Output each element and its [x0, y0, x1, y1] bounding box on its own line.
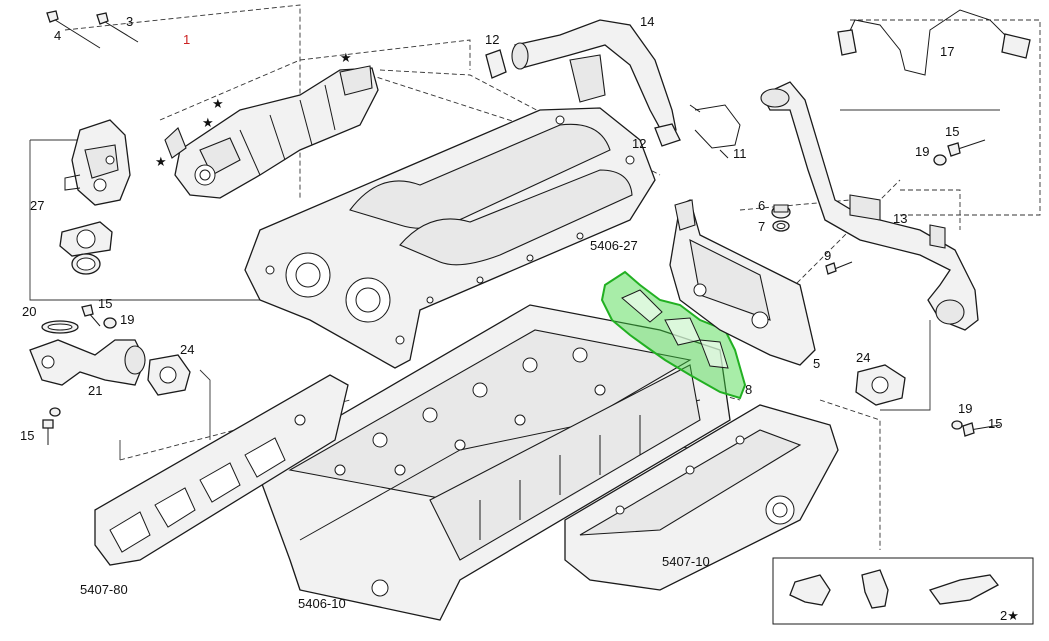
bolt-part-4[interactable] — [46, 10, 101, 49]
callout-19-left[interactable]: 19 — [120, 312, 134, 327]
callout-14[interactable]: 14 — [640, 14, 654, 29]
kit-fitting-b[interactable] — [861, 569, 889, 609]
callout-3[interactable]: 3 — [126, 14, 133, 29]
washer-part-19-bottom-right[interactable] — [951, 420, 963, 430]
group-label-5407-80[interactable]: 5407-80 — [80, 582, 128, 597]
o-ring-part[interactable] — [71, 253, 101, 275]
egr-cooler-assembly-1[interactable] — [164, 65, 379, 199]
callout-4[interactable]: 4 — [54, 28, 61, 43]
cam-cover-5406-27[interactable] — [244, 107, 656, 369]
kit-box-part-2 — [772, 557, 1034, 625]
callout-1[interactable]: 1 — [183, 32, 190, 47]
washer-part-7[interactable] — [772, 220, 790, 232]
kit-fitting-c[interactable] — [928, 574, 999, 605]
callout-2[interactable]: 2★ — [1000, 608, 1019, 623]
star-marker: ★ — [212, 96, 224, 111]
bolt-part-9[interactable] — [825, 261, 853, 275]
egr-pipe-part-13[interactable] — [760, 81, 979, 331]
bolt-part-15-top-right[interactable] — [947, 139, 986, 157]
washer-part-19-left[interactable] — [103, 317, 117, 329]
spring-clamp-part-11[interactable] — [689, 104, 741, 159]
bolt-part-3[interactable] — [96, 12, 139, 43]
plug-part-6[interactable] — [771, 204, 791, 219]
bolt-part-15-left[interactable] — [81, 304, 101, 327]
flange-gasket-part-24-left[interactable] — [147, 354, 191, 396]
flange-gasket-part-24-right[interactable] — [855, 364, 906, 406]
group-label-5406-27[interactable]: 5406-27 — [590, 238, 638, 253]
callout-6[interactable]: 6 — [758, 198, 765, 213]
callout-24-left[interactable]: 24 — [180, 342, 194, 357]
callout-27[interactable]: 27 — [30, 198, 44, 213]
bolt-part-15-bottom-right[interactable] — [962, 422, 1001, 437]
callout-12-top[interactable]: 12 — [485, 32, 499, 47]
egr-cooler-part-5[interactable] — [669, 199, 816, 366]
callout-15-left[interactable]: 15 — [98, 296, 112, 311]
callout-19-bottom-right[interactable]: 19 — [958, 401, 972, 416]
bolt-part-15-lower-left[interactable] — [42, 419, 54, 445]
clamp-part-12-middle[interactable] — [654, 123, 681, 147]
callout-17[interactable]: 17 — [940, 44, 954, 59]
cylinder-head-5406-10[interactable] — [254, 304, 731, 621]
temperature-sensor-part-17[interactable] — [837, 9, 1031, 76]
callout-8[interactable]: 8 — [745, 382, 752, 397]
callout-24-right[interactable]: 24 — [856, 350, 870, 365]
callout-15-bottom-right[interactable]: 15 — [988, 416, 1002, 431]
callout-13[interactable]: 13 — [893, 211, 907, 226]
star-marker: ★ — [340, 50, 352, 65]
coolant-pipe-part-14[interactable] — [511, 19, 677, 133]
exhaust-manifold-5407-80[interactable] — [94, 374, 349, 566]
egr-pipe-elbow-part-21[interactable] — [29, 339, 146, 386]
washer-part-19-lower-left[interactable] — [49, 407, 61, 417]
callout-12-middle[interactable]: 12 — [632, 136, 646, 151]
gasket-ring-part-20[interactable] — [41, 320, 79, 334]
exhaust-manifold-5407-10[interactable] — [564, 404, 839, 591]
gasket-part-8-highlighted[interactable] — [600, 270, 747, 400]
egr-valve-part-27[interactable] — [64, 119, 131, 206]
callout-5[interactable]: 5 — [813, 356, 820, 371]
callout-15-lower-left[interactable]: 15 — [20, 428, 34, 443]
group-label-5406-10[interactable]: 5406-10 — [298, 596, 346, 611]
star-marker: ★ — [155, 154, 167, 169]
washer-part-19-top-right[interactable] — [933, 154, 947, 166]
callout-7[interactable]: 7 — [758, 219, 765, 234]
callout-11[interactable]: 11 — [733, 146, 747, 161]
callout-19-top-right[interactable]: 19 — [915, 144, 929, 159]
callout-9[interactable]: 9 — [824, 248, 831, 263]
egr-gasket-part[interactable] — [59, 221, 113, 257]
kit-fitting-a[interactable] — [789, 574, 831, 606]
clamp-part-12-top[interactable] — [485, 49, 507, 79]
group-label-5407-10[interactable]: 5407-10 — [662, 554, 710, 569]
star-marker: ★ — [202, 115, 214, 130]
callout-20[interactable]: 20 — [22, 304, 36, 319]
callout-21[interactable]: 21 — [88, 383, 102, 398]
callout-15-top-right[interactable]: 15 — [945, 124, 959, 139]
